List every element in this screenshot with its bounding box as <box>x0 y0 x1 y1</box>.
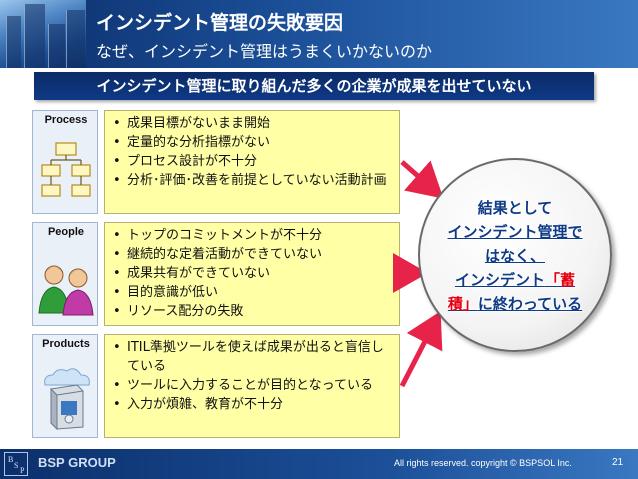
logo-letter-s: S <box>14 461 18 470</box>
page-number: 21 <box>612 457 623 468</box>
copyright-text: All rights reserved. copyright © BSPSOL … <box>394 458 572 468</box>
result-line-5: 積」に終わっている <box>420 292 610 316</box>
result-line-4-b: 「蓄 <box>545 271 575 289</box>
arrow-products <box>402 320 436 386</box>
result-line-3: はなく、 <box>420 244 610 268</box>
result-line-4: インシデント「蓄 <box>420 268 610 292</box>
logo-letter-p: P <box>20 466 24 475</box>
result-circle: 結果として インシデント管理で はなく、 インシデント「蓄 積」に終わっている <box>418 158 612 352</box>
footer-band: B S P BSP GROUP All rights reserved. cop… <box>0 449 638 479</box>
result-line-2: インシデント管理で <box>420 220 610 244</box>
result-text: 結果として インシデント管理で はなく、 インシデント「蓄 積」に終わっている <box>420 196 610 316</box>
result-line-5-b: に終わっている <box>478 295 582 313</box>
result-line-4-a: インシデント <box>455 271 545 289</box>
logo-letter-b: B <box>8 455 13 464</box>
result-line-1: 結果として <box>420 196 610 220</box>
brand-name: BSP GROUP <box>38 455 116 470</box>
result-line-5-a: 積」 <box>448 295 478 313</box>
arrow-process <box>402 162 436 192</box>
bsp-logo: B S P <box>4 452 28 476</box>
